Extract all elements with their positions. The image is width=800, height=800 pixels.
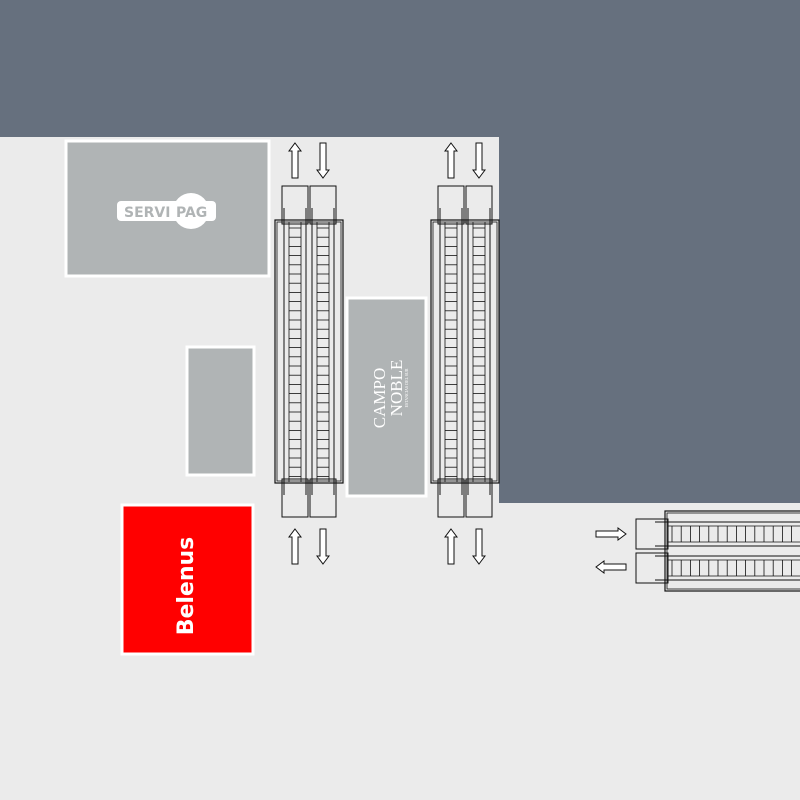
escalator-frame-inner [432,221,498,482]
servipag-logo-left: SERVI [124,205,170,221]
escalator-landing-top [437,185,465,225]
escalator-landing-bottom [281,478,309,518]
escalator-landing-top [465,185,493,225]
campo-noble-logo: CAMPO NOBLE ESTANCIAS DEL SUR [370,360,409,429]
escalator-left-pair[interactable] [274,142,344,565]
servipag-logo-right: PAG [176,205,207,221]
escalator-landing [635,552,669,584]
campo-noble-tagline: ESTANCIAS DEL SUR [404,368,409,407]
void-area-right [499,130,800,503]
escalator-frame [430,219,500,484]
campo-noble-line2: NOBLE [387,360,406,417]
arrow-right-icon [595,527,627,541]
store-belenus[interactable]: Belenus [120,503,255,656]
escalator-landing-bottom [437,478,465,518]
arrow-down-icon [316,528,330,565]
arrow-left-icon [595,560,627,574]
escalator-landing [635,518,669,550]
escalator-right-pair[interactable] [430,142,500,565]
escalator-landing-top [309,185,337,225]
campo-noble-line1: CAMPO [370,368,389,428]
escalator-landing-bottom [465,478,493,518]
arrow-down-icon [316,142,330,179]
arrow-up-icon [288,142,302,179]
escalator-landing-top [281,185,309,225]
escalator-frame [274,219,344,484]
escalator-frame-inner [276,221,342,482]
servipag-logo: SERVI PAG [117,193,216,229]
escalator-frame [664,510,800,592]
store-servipag[interactable]: SERVI PAG [64,139,271,278]
arrow-down-icon [472,528,486,565]
void-area-top [0,0,800,137]
store-campo-noble[interactable]: CAMPO NOBLE ESTANCIAS DEL SUR [345,296,428,498]
arrow-up-icon [288,528,302,565]
store-unnamed[interactable] [185,345,256,477]
arrow-up-icon [444,528,458,565]
escalator-east-pair[interactable] [595,510,800,592]
arrow-up-icon [444,142,458,179]
escalator-frame-inner [666,512,800,590]
belenus-label: Belenus [174,537,199,636]
escalator-landing-bottom [309,478,337,518]
arrow-down-icon [472,142,486,179]
